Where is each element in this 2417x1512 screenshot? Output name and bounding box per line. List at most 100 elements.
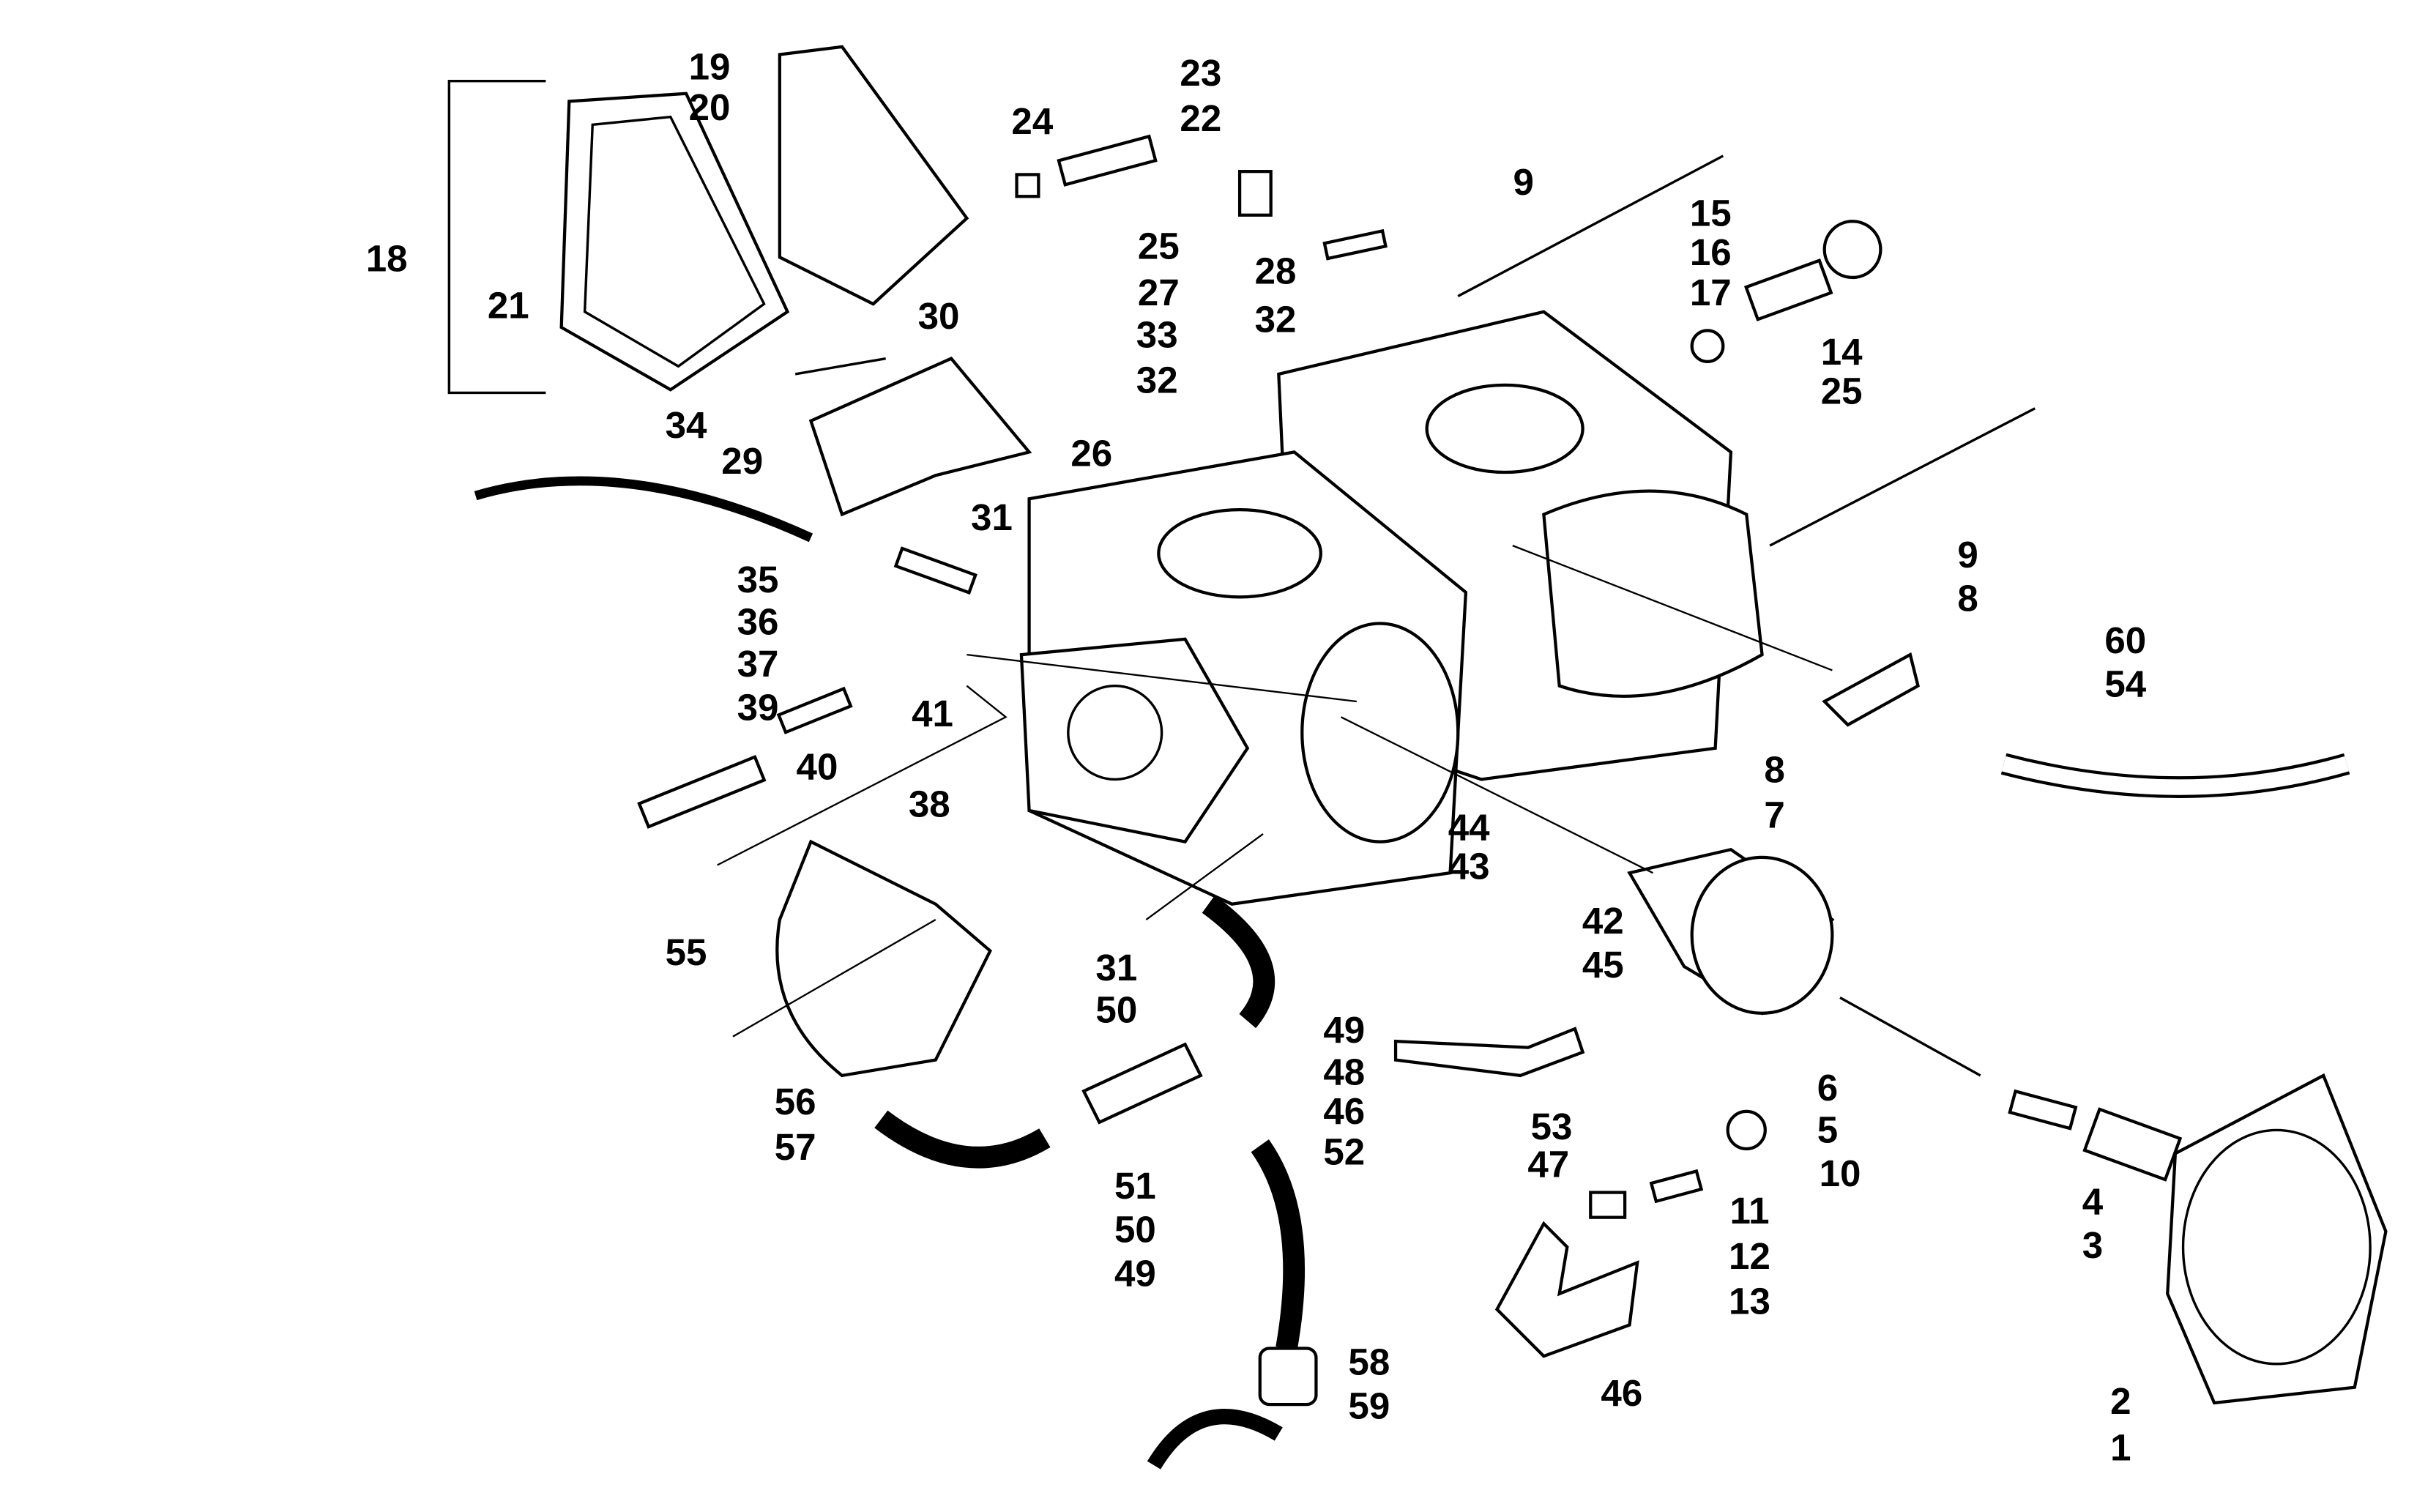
callout-44: 44 — [1448, 806, 1490, 848]
part-cable-35 — [474, 476, 813, 543]
part-plunger-13 — [1589, 1191, 1627, 1219]
callout-13: 13 — [1729, 1281, 1770, 1322]
part-pin-30 — [794, 357, 886, 376]
part-top-cover — [559, 92, 790, 392]
callout-41: 41 — [912, 693, 953, 734]
callout-29: 29 — [721, 440, 763, 482]
callout-1: 1 — [2110, 1427, 2131, 1469]
callout-60: 60 — [2104, 619, 2146, 661]
callout-56: 56 — [775, 1081, 816, 1122]
callout-42: 42 — [1582, 900, 1624, 942]
callout-30: 30 — [918, 295, 960, 337]
callout-31: 31 — [1095, 947, 1137, 988]
callout-16: 16 — [1690, 231, 1732, 273]
callout-35: 35 — [737, 559, 779, 600]
callout-20: 20 — [689, 86, 731, 128]
callout-32: 32 — [1255, 298, 1297, 340]
callout-7: 7 — [1764, 794, 1784, 835]
part-t-fitting-7 — [1822, 652, 1920, 727]
callout-50: 50 — [1095, 989, 1137, 1031]
callout-3: 3 — [2082, 1224, 2103, 1266]
callout-9: 9 — [1957, 534, 1978, 576]
callout-4: 4 — [2082, 1180, 2104, 1222]
callout-45: 45 — [1582, 944, 1624, 986]
part-side-cover-55 — [775, 839, 992, 1078]
part-float — [808, 357, 1032, 517]
parts-drawing — [447, 45, 2388, 1470]
callout-10: 10 — [1820, 1152, 1861, 1194]
callout-17: 17 — [1690, 272, 1732, 313]
part-fitting-22 — [1237, 170, 1273, 217]
callout-25: 25 — [1138, 225, 1180, 267]
callout-58: 58 — [1348, 1341, 1390, 1383]
callout-37: 37 — [737, 643, 779, 685]
part-fitting-24 — [1015, 173, 1040, 198]
part-holder-4 — [2008, 1089, 2078, 1131]
callout-11: 11 — [1729, 1190, 1769, 1232]
callout-23: 23 — [1180, 52, 1221, 94]
callout-9: 9 — [1513, 161, 1533, 203]
part-hose-59 — [1147, 1409, 1283, 1470]
callout-49: 49 — [1323, 1009, 1365, 1051]
callout-47: 47 — [1527, 1143, 1569, 1185]
part-bracket-47 — [1494, 1221, 1639, 1358]
callout-46: 46 — [1323, 1090, 1365, 1132]
part-screw-28 — [1322, 228, 1388, 261]
callout-59: 59 — [1348, 1385, 1390, 1426]
part-plate-17 — [1690, 329, 1725, 364]
callout-32: 32 — [1136, 359, 1178, 401]
callout-5: 5 — [1817, 1109, 1838, 1150]
part-hose-49a — [1202, 895, 1275, 1029]
part-spring-3 — [2082, 1107, 2183, 1182]
callout-38: 38 — [909, 783, 950, 825]
part-long-screw-9b — [1769, 407, 2036, 547]
part-carb-bore — [1300, 622, 1460, 843]
callout-31: 31 — [971, 496, 1013, 538]
part-nut-10 — [1726, 1109, 1767, 1151]
callout-14: 14 — [1821, 331, 1863, 373]
part-cap-2 — [2166, 1073, 2388, 1405]
part-screw-39 — [637, 755, 767, 829]
callout-26: 26 — [1070, 433, 1112, 474]
part-carb-dome-rear — [1542, 489, 1764, 699]
callout-8: 8 — [1764, 749, 1784, 791]
part-spring-40 — [776, 686, 853, 734]
part-fitting-48 — [1393, 1027, 1585, 1078]
callout-8: 8 — [1957, 578, 1978, 619]
callout-12: 12 — [1729, 1235, 1770, 1277]
callout-2: 2 — [2110, 1380, 2131, 1422]
part-hose-49b — [874, 1110, 1051, 1169]
callout-52: 52 — [1323, 1131, 1365, 1172]
callout-27: 27 — [1138, 272, 1180, 313]
callout-50: 50 — [1114, 1209, 1156, 1251]
part-fitting-23 — [1057, 134, 1158, 187]
callout-36: 36 — [737, 600, 779, 642]
callout-6: 6 — [1817, 1067, 1838, 1109]
callout-43: 43 — [1448, 846, 1490, 887]
callout-22: 22 — [1180, 97, 1221, 139]
callout-55: 55 — [666, 931, 707, 973]
part-spring-37 — [893, 546, 977, 595]
callout-46: 46 — [1601, 1372, 1642, 1414]
callout-25: 25 — [1821, 370, 1863, 411]
callout-57: 57 — [775, 1126, 816, 1168]
callout-28: 28 — [1255, 250, 1297, 291]
callout-51: 51 — [1114, 1165, 1156, 1207]
part-t-fitting-51 — [1081, 1042, 1203, 1125]
callout-21: 21 — [488, 284, 529, 326]
callout-18: 18 — [366, 237, 408, 279]
part-carb-cover-plate — [1019, 637, 1250, 843]
callout-39: 39 — [737, 687, 779, 729]
part-spring-16 — [1743, 258, 1833, 321]
part-needle-5 — [1839, 996, 1981, 1077]
callout-40: 40 — [797, 745, 838, 787]
part-gasket — [778, 45, 969, 306]
part-spring-12 — [1649, 1169, 1704, 1204]
part-cap-15 — [1822, 220, 1882, 280]
callout-34: 34 — [666, 404, 707, 446]
part-hose-52 — [1251, 1139, 1306, 1351]
callout-15: 15 — [1690, 193, 1732, 234]
callout-53: 53 — [1531, 1106, 1573, 1147]
